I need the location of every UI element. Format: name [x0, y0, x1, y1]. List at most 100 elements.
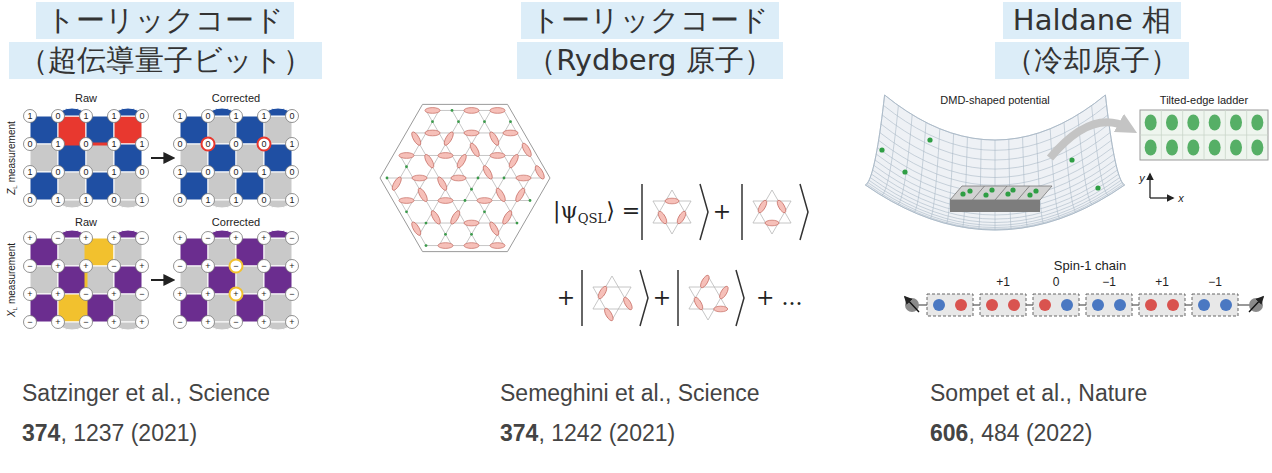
atom-site	[483, 210, 486, 213]
z-stabilizer-grid	[174, 108, 299, 208]
dimer	[514, 187, 526, 203]
qubit-dot	[24, 288, 37, 301]
qubit-value: +	[289, 261, 294, 271]
qubit-dot	[258, 260, 271, 273]
qubit-value: 0	[83, 139, 88, 149]
axis-label: X	[6, 310, 17, 317]
lattice-bond	[478, 245, 491, 246]
qubit-dot	[136, 166, 149, 179]
qubit-dot	[230, 316, 243, 329]
qubit-dot	[24, 232, 37, 245]
lattice-bond	[593, 298, 599, 309]
atom	[1069, 157, 1074, 162]
qubit-dot	[286, 260, 299, 273]
lattice-bond	[666, 223, 679, 224]
lattice-bond	[689, 287, 695, 298]
lattice-bond	[659, 201, 665, 212]
lattice-bond	[459, 110, 466, 121]
lattice-bond	[472, 189, 479, 200]
spin-value: −1	[1208, 275, 1222, 289]
atom-site	[470, 188, 473, 191]
dimer	[714, 306, 728, 312]
label-group: +1	[996, 276, 1010, 290]
axis-label: measurement	[6, 243, 17, 304]
qubit-value: 1	[261, 167, 266, 177]
qubit-dot	[136, 138, 149, 151]
label-group: 0	[177, 196, 182, 205]
qubit-dot	[174, 194, 187, 207]
label-group: +	[233, 234, 238, 243]
lattice-bond	[439, 110, 452, 111]
lattice-bond	[400, 167, 407, 178]
atom-site	[431, 120, 434, 123]
qubit-dot	[80, 232, 93, 245]
mesh-line	[1050, 129, 1060, 219]
dimer	[776, 199, 788, 214]
ket-bar	[581, 270, 583, 326]
qubit-value: +	[289, 317, 294, 327]
label-group: + ...	[756, 285, 802, 310]
lattice-bond	[420, 144, 427, 155]
label-group: 1	[233, 196, 238, 205]
qubit-dot	[52, 232, 65, 245]
spin-dot	[1220, 299, 1232, 311]
atom-site	[405, 210, 408, 213]
atom	[879, 147, 884, 152]
axis-arrow	[1149, 174, 1150, 198]
qubit-value: 1	[233, 111, 238, 121]
tray-divider	[995, 186, 1007, 200]
qubit-value: +	[233, 289, 238, 299]
dimer	[508, 153, 520, 169]
qubit-value: +	[233, 233, 238, 243]
label-group: 0	[205, 112, 210, 121]
qubit-value: 1	[205, 195, 210, 205]
dimer	[464, 130, 479, 136]
qubit-dot	[24, 194, 37, 207]
lattice-bond	[511, 201, 518, 212]
label-group: 1	[177, 112, 182, 121]
dmd-tray-front	[950, 200, 1040, 212]
dimer	[425, 108, 440, 114]
lattice-bond	[702, 309, 715, 310]
mesh-line	[1023, 137, 1028, 227]
label-group: 1	[289, 140, 294, 149]
lattice-bond	[618, 287, 624, 298]
atom-site	[386, 177, 389, 180]
lattice-bond	[465, 178, 472, 189]
spin-dot	[1198, 299, 1210, 311]
dimer	[488, 221, 500, 237]
label-group: 1	[55, 140, 60, 149]
qubit-dot	[52, 316, 65, 329]
atom-site	[451, 109, 454, 112]
citation: , 484 (2022)	[968, 420, 1092, 446]
dimer	[410, 221, 422, 237]
qubit-dot	[202, 316, 215, 329]
atom-site	[457, 120, 460, 123]
label-group: Sompet et al., Nature	[930, 380, 1147, 406]
label-group: −	[289, 290, 294, 299]
qubit-value: 1	[111, 111, 116, 121]
lattice-bond	[452, 110, 459, 121]
qubit-value: −	[205, 233, 210, 243]
qubit-value: 1	[233, 195, 238, 205]
lattice-bond	[491, 178, 504, 179]
label-group: Raw	[75, 92, 97, 105]
qubit-dot	[24, 138, 37, 151]
dimer	[490, 243, 505, 249]
lattice-bond	[689, 287, 702, 288]
qubit-value: +	[55, 261, 60, 271]
qubit-dot	[108, 166, 121, 179]
atom-cloud	[1187, 140, 1199, 156]
figure-label: Spin-1 chain	[1054, 258, 1126, 273]
lattice-bond	[478, 223, 491, 224]
dimer	[676, 210, 688, 225]
qubit-value: +	[55, 289, 60, 299]
atom-cloud	[1145, 115, 1157, 131]
qubit-dot	[80, 260, 93, 273]
lattice-bond	[606, 287, 619, 288]
header-box: トーリックコード（超伝導量子ビット）	[9, 2, 322, 82]
qubit-value: +	[83, 261, 88, 271]
spin-dot	[1039, 299, 1051, 311]
math-symbol: |ψ	[553, 198, 578, 223]
qubit-dot	[108, 138, 121, 151]
